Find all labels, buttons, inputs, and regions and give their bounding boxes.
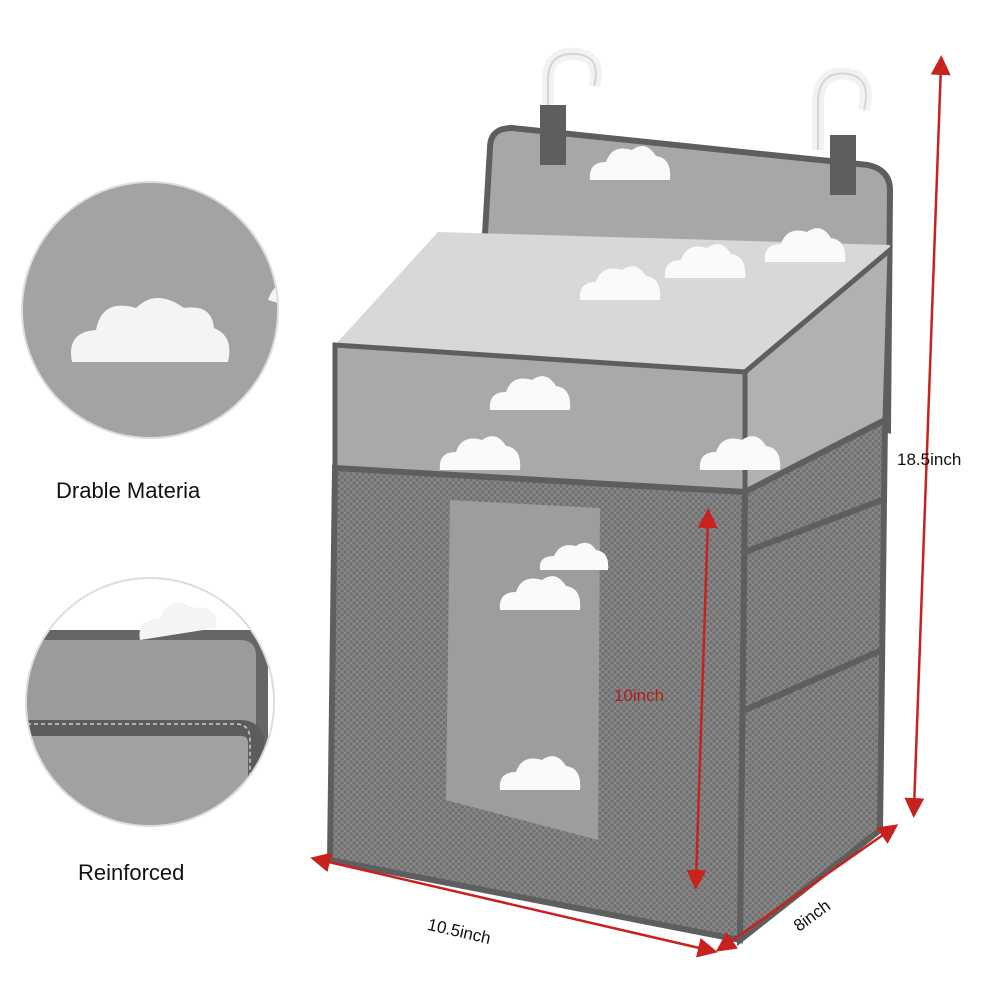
height-label: 18.5inch — [897, 450, 962, 469]
fabric-closeup-icon — [21, 181, 279, 439]
height-arrow — [904, 55, 951, 818]
width-arrow — [310, 852, 718, 958]
bag-illustration — [326, 47, 894, 947]
inner-height-label: 10inch — [614, 686, 665, 705]
stitched-edge-closeup-icon — [25, 577, 275, 827]
inner-height-arrow — [686, 508, 718, 890]
depth-arrow — [715, 824, 899, 952]
feature-label-material: Drable Materia — [56, 478, 201, 503]
feature-label-reinforced: Reinforced — [78, 860, 185, 885]
